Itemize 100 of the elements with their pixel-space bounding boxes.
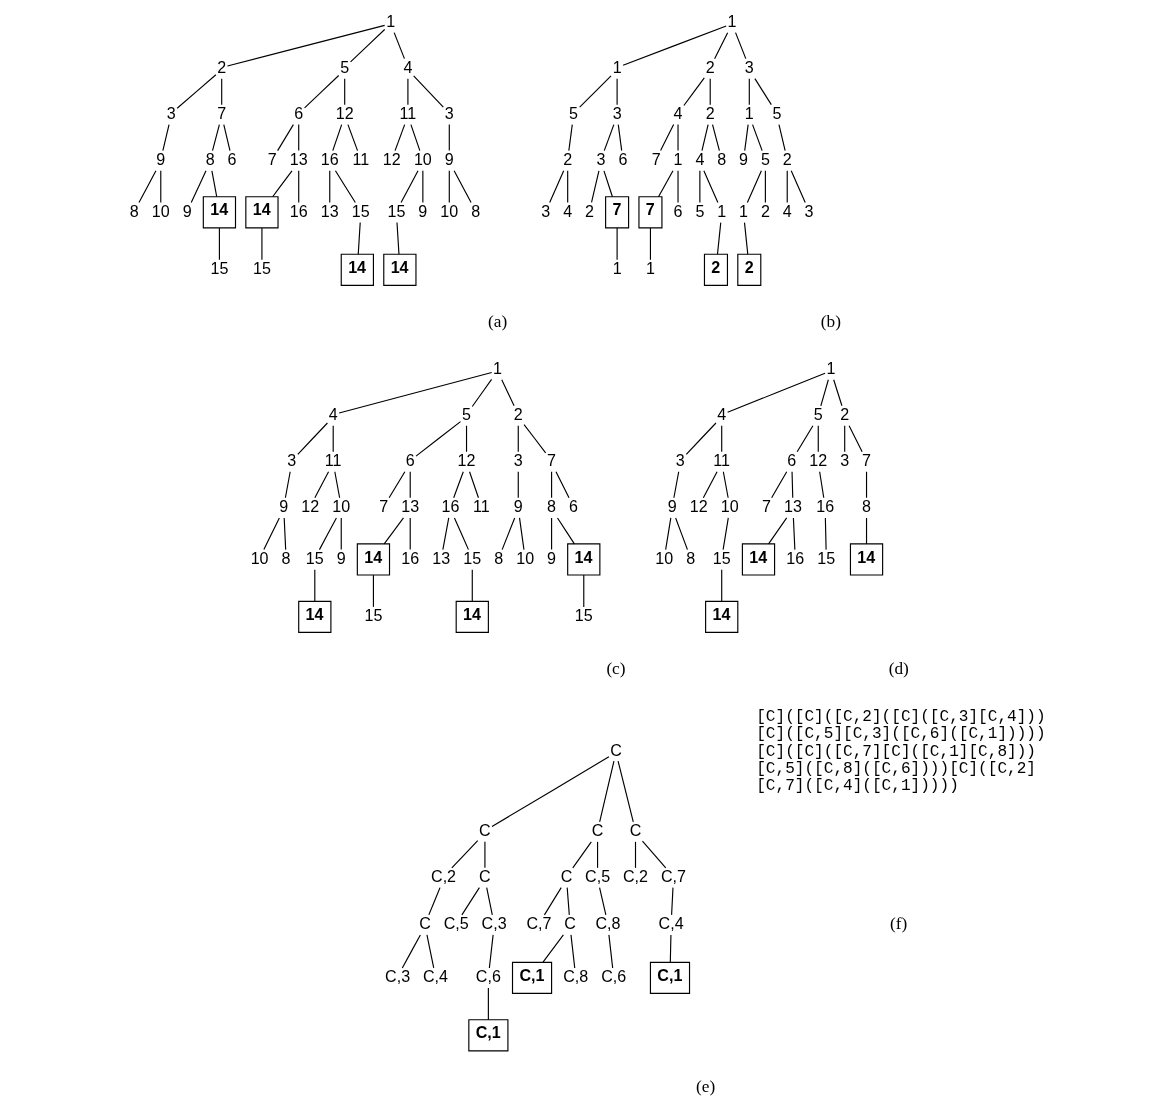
node-text: 10 [413, 149, 432, 168]
connector [617, 760, 634, 823]
node-text: 3 [444, 103, 454, 122]
node-text: 9 [739, 149, 749, 168]
node-text: C [479, 867, 491, 886]
label: (c) [606, 658, 626, 678]
node-text: 15 [364, 606, 383, 625]
connector [603, 124, 615, 152]
connector [549, 170, 565, 204]
connector [517, 471, 519, 499]
connector [721, 425, 723, 453]
node-text: 15 [463, 548, 482, 567]
node-text: 11 [352, 149, 370, 168]
node-box: 14 [383, 253, 417, 286]
node-text: 1 [612, 259, 622, 278]
connector [744, 124, 749, 152]
node-text: 6 [227, 149, 237, 168]
connector [218, 227, 220, 261]
connector [314, 471, 330, 499]
connector [523, 423, 547, 454]
connector [338, 371, 493, 414]
connector [471, 569, 473, 602]
connector [304, 74, 340, 109]
node-text: 8 [281, 548, 291, 567]
connector [340, 517, 342, 551]
connector [665, 517, 672, 551]
connector [844, 425, 846, 453]
node-text: 2 [705, 103, 715, 122]
node-box: 2 [737, 253, 762, 286]
connector [501, 517, 516, 551]
connector [566, 887, 570, 916]
node-text: 9 [336, 548, 346, 567]
connector [283, 517, 287, 551]
connector [771, 471, 788, 499]
node-text: 13 [320, 201, 339, 220]
connector [314, 569, 316, 602]
connector [817, 425, 819, 453]
node-text: 8 [471, 201, 481, 220]
connector [277, 124, 294, 152]
connector [716, 222, 722, 255]
connector [422, 170, 424, 204]
connector [657, 170, 674, 198]
connector [410, 124, 421, 152]
connector [297, 422, 328, 455]
connector [413, 75, 444, 108]
node-text: 1 [673, 149, 683, 168]
connector [791, 471, 794, 499]
connector [451, 840, 479, 869]
connector [748, 78, 750, 106]
connector [778, 124, 786, 152]
node-box: 2 [703, 253, 729, 286]
node-text: 5 [462, 405, 472, 424]
label: [C]([C]([C,2]([C]([C,3][C,4])) [C]([C,5][C,3]([C,6]([C,1])))) [C]([C]([C,7][C]([C,1][C,8])) [C,5]([C,8]([C,6])))[C]([C,2] [C,7]([C,4]([C,1])))) [756, 708, 1046, 796]
node-text: 10 [151, 201, 170, 220]
node-box: 14 [567, 543, 601, 576]
node-text: 3 [744, 57, 754, 76]
connector [383, 517, 405, 545]
connector [426, 934, 435, 969]
node-text: C,2 [431, 867, 457, 886]
connector [567, 170, 569, 204]
node-text: 16 [320, 149, 339, 168]
connector [272, 170, 293, 198]
connector [641, 840, 667, 869]
node-text: 9 [513, 496, 523, 515]
node-text: 8 [717, 149, 727, 168]
node-text: 1 [727, 11, 737, 30]
node-text: 16 [289, 201, 308, 220]
node-text: 6 [568, 496, 578, 515]
node-text: 13 [432, 548, 451, 567]
connector [599, 760, 615, 823]
node-text: C,8 [563, 967, 589, 986]
node-box: 14 [245, 196, 279, 229]
node-text: 2 [563, 149, 573, 168]
node-text: 11 [473, 496, 490, 515]
connector [743, 222, 749, 255]
connector [138, 170, 157, 204]
connector [790, 170, 806, 204]
connector [284, 471, 291, 499]
node-text: 16 [401, 548, 420, 567]
connector [332, 124, 343, 152]
node-text: 3 [840, 451, 850, 469]
node-text: 2 [217, 57, 227, 76]
node-text: 16 [816, 496, 835, 515]
connector [160, 170, 162, 204]
connector [820, 379, 829, 407]
connector [347, 124, 359, 152]
node-text: C,6 [475, 967, 501, 986]
node-text: 4 [695, 149, 705, 168]
connector [400, 170, 419, 204]
node-text: 9 [418, 201, 428, 220]
connector [727, 372, 826, 413]
node-text: 2 [840, 405, 850, 424]
connector [486, 887, 493, 916]
node-text: 3 [287, 451, 297, 469]
connector [190, 170, 207, 204]
node-text: 3 [612, 103, 622, 122]
node-text: 8 [862, 496, 872, 515]
node-text: C,6 [601, 967, 627, 986]
node-text: 4 [782, 201, 792, 220]
node-text: C,5 [443, 914, 469, 933]
